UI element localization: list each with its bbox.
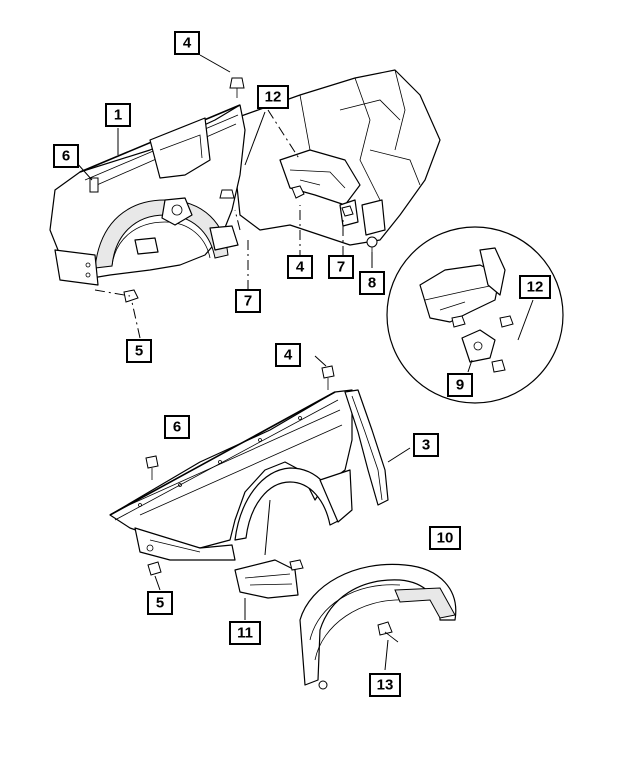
callout-7-right: 7 <box>328 255 354 279</box>
callout-13-text: 13 <box>377 677 394 694</box>
callout-3-text: 3 <box>422 437 430 454</box>
callout-4-mid: 4 <box>287 255 313 279</box>
callout-13: 13 <box>369 673 401 697</box>
callout-5-lower-text: 5 <box>156 595 164 612</box>
callout-4-lower: 4 <box>275 343 301 367</box>
splash-shield <box>234 559 304 599</box>
callout-12-top: 12 <box>257 85 289 109</box>
callout-6-lower-text: 6 <box>173 419 181 436</box>
callout-10: 10 <box>429 526 461 550</box>
callout-6-top-text: 6 <box>62 148 70 165</box>
callout-10-text: 10 <box>437 530 454 547</box>
callout-7-left: 7 <box>235 289 261 313</box>
callout-11-text: 11 <box>237 625 253 642</box>
callout-7-right-text: 7 <box>337 259 345 276</box>
callout-1-text: 1 <box>114 107 122 124</box>
callout-4-top: 4 <box>174 31 200 55</box>
callout-8-text: 8 <box>368 275 376 292</box>
leader-lines <box>75 54 534 671</box>
callout-1: 1 <box>105 103 131 127</box>
callout-6-top: 6 <box>53 144 79 168</box>
callout-5-top: 5 <box>126 339 152 363</box>
front-fender <box>109 365 353 576</box>
callout-11: 11 <box>229 621 261 645</box>
callout-5-lower: 5 <box>147 591 173 615</box>
callout-4-lower-text: 4 <box>284 347 293 364</box>
callout-3: 3 <box>413 433 439 457</box>
callout-7-left-text: 7 <box>244 293 252 310</box>
callout-12-inset-text: 12 <box>527 279 544 296</box>
fender-molding-strip <box>344 389 389 506</box>
detail-inset-circle <box>386 226 564 404</box>
inner-fender-assembly <box>49 69 441 303</box>
callout-12-inset: 12 <box>519 275 551 299</box>
wheelhouse-liner <box>299 563 457 690</box>
callout-4-top-text: 4 <box>183 35 192 52</box>
callout-8: 8 <box>359 271 385 295</box>
callout-5-top-text: 5 <box>135 343 143 360</box>
callout-9-text: 9 <box>456 377 464 394</box>
callout-12-top-text: 12 <box>265 89 282 106</box>
callout-6-lower: 6 <box>164 415 190 439</box>
callout-4-mid-text: 4 <box>296 259 305 276</box>
callout-9: 9 <box>447 373 473 397</box>
